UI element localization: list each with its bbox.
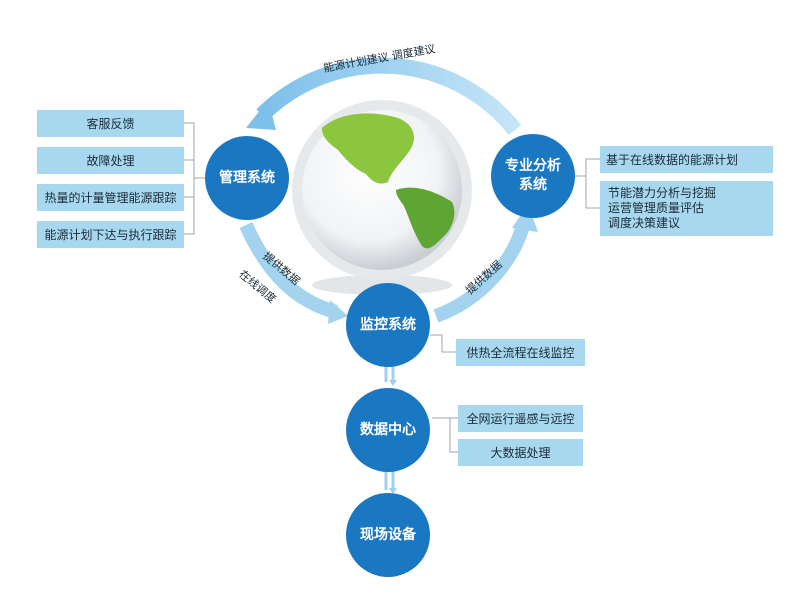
analysis-item-line: 调度决策建议 bbox=[608, 216, 681, 230]
cycle-arrowhead-right bbox=[512, 204, 538, 232]
analysis-item-label: 基于在线数据的能源计划 bbox=[606, 153, 739, 167]
globe-illustration bbox=[292, 100, 472, 295]
management-item-box-4: 能源计划下达与执行跟踪 bbox=[37, 221, 184, 248]
analysis-item-box-1: 基于在线数据的能源计划 bbox=[600, 146, 773, 173]
analysis-item-line: 运营管理质量评估 bbox=[608, 201, 705, 215]
node-monitoring-system: 监控系统 bbox=[346, 283, 430, 367]
node-field-label: 现场设备 bbox=[360, 526, 416, 543]
cycle-arrowhead-top bbox=[246, 100, 276, 130]
node-data-center: 数据中心 bbox=[346, 388, 430, 472]
monitoring-item-label: 供热全流程在线监控 bbox=[466, 346, 575, 360]
analysis-item-box-2: 节能潜力分析与挖掘 运营管理质量评估 调度决策建议 bbox=[600, 181, 773, 236]
node-management-system: 管理系统 bbox=[205, 136, 289, 220]
node-monitoring-label: 监控系统 bbox=[360, 316, 416, 333]
globe-continent-south-america bbox=[396, 187, 455, 249]
globe-continent-north-america bbox=[322, 113, 414, 184]
management-item-label: 客服反馈 bbox=[86, 117, 135, 131]
connector-management-items bbox=[184, 122, 205, 235]
node-field-equipment: 现场设备 bbox=[346, 493, 430, 577]
management-item-label: 能源计划下达与执行跟踪 bbox=[44, 228, 177, 242]
management-item-label: 热量的计量管理能源跟踪 bbox=[44, 191, 177, 205]
connector-analysis-items bbox=[574, 158, 600, 209]
analysis-item-line: 节能潜力分析与挖掘 bbox=[608, 186, 717, 200]
management-item-label: 故障处理 bbox=[86, 154, 135, 168]
datacenter-item-label: 大数据处理 bbox=[490, 446, 551, 460]
cycle-arrow-top bbox=[256, 57, 522, 135]
node-management-label: 管理系统 bbox=[219, 169, 275, 186]
node-analysis-system: 专业分析 系统 bbox=[491, 134, 575, 218]
datacenter-item-label: 全网运行遥感与远控 bbox=[466, 412, 575, 426]
monitoring-item-box: 供热全流程在线监控 bbox=[456, 339, 585, 366]
management-item-box-3: 热量的计量管理能源跟踪 bbox=[37, 184, 184, 211]
connector-datacenter-items bbox=[432, 417, 458, 453]
cycle-arrow-left bbox=[239, 222, 338, 319]
datacenter-item-box-2: 大数据处理 bbox=[458, 439, 583, 466]
cycle-arrow-right bbox=[433, 220, 531, 323]
management-item-box-1: 客服反馈 bbox=[37, 110, 184, 137]
connector-monitoring-items bbox=[430, 334, 456, 353]
datacenter-item-box-1: 全网运行遥感与远控 bbox=[458, 405, 583, 432]
node-datacenter-label: 数据中心 bbox=[360, 421, 416, 438]
management-item-box-2: 故障处理 bbox=[37, 147, 184, 174]
node-analysis-label-line1: 专业分析 bbox=[505, 158, 561, 174]
cycle-arrowhead-left bbox=[328, 300, 348, 324]
node-analysis-label-line2: 系统 bbox=[519, 177, 547, 193]
